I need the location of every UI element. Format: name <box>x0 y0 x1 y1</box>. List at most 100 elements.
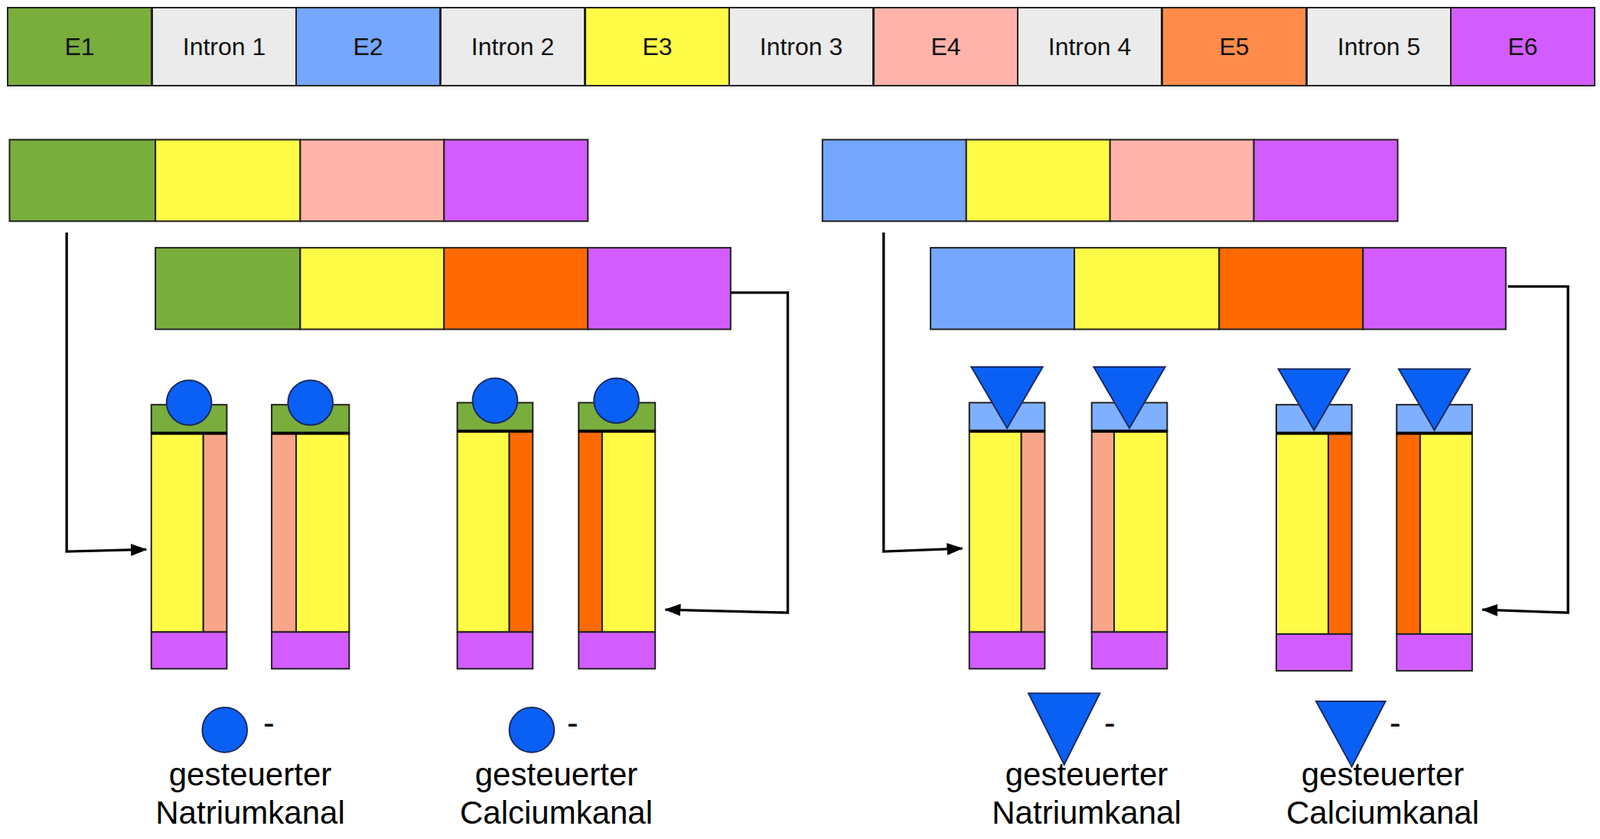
exon-segment: E4 <box>873 6 1019 87</box>
channel-symbol <box>578 632 655 669</box>
mrna-bar <box>822 140 967 222</box>
channel-symbol <box>1396 634 1473 672</box>
mrna-bar <box>155 247 300 330</box>
segment-label: E3 <box>641 32 672 62</box>
cap-line <box>969 430 1046 434</box>
segment-label: E2 <box>352 32 383 62</box>
mrna-bar <box>930 247 1075 330</box>
legend-dash: - <box>1104 703 1116 743</box>
ligand-symbol <box>1398 369 1470 431</box>
channel-symbol <box>1114 431 1167 633</box>
intron-segment: Intron 3 <box>728 6 874 87</box>
mrna-bar <box>1074 247 1219 330</box>
ligand-symbol <box>1093 367 1165 429</box>
legend-dash: - <box>1389 703 1402 743</box>
channel-symbol <box>151 632 228 669</box>
intron-segment: Intron 1 <box>151 6 297 87</box>
leader-arrow <box>883 232 963 552</box>
ligand-symbol <box>166 367 1470 768</box>
cap-line <box>1396 431 1473 435</box>
segment-label: Intron 3 <box>759 32 844 62</box>
channel-symbol <box>271 632 349 669</box>
ligand-symbol <box>1278 369 1350 431</box>
intron-segment: Intron 2 <box>439 6 586 87</box>
segment-label: Intron 1 <box>182 32 267 62</box>
channel-symbol <box>578 431 603 633</box>
segment-label: Intron 4 <box>1048 32 1132 62</box>
mrna-bar <box>930 247 1506 330</box>
mrna-bar <box>443 247 588 330</box>
channel-symbol <box>203 433 228 633</box>
ligand-symbol <box>593 378 639 424</box>
exon-segment: E2 <box>295 6 441 87</box>
channel-symbol <box>1396 433 1421 635</box>
mrna-bar <box>1218 247 1363 330</box>
segment-label: Intron 2 <box>471 32 555 62</box>
ligand-symbol <box>472 378 519 424</box>
mrna-bar <box>966 140 1111 222</box>
leader-arrow <box>665 293 789 614</box>
channel-symbol <box>969 431 1022 633</box>
segment-label: E5 <box>1218 32 1249 62</box>
cap-line <box>1091 430 1168 434</box>
mrna-bar <box>155 247 731 330</box>
ligand-symbol <box>971 367 1043 429</box>
channel-symbol <box>296 433 349 633</box>
ligand-symbol <box>202 707 248 753</box>
channel-symbol <box>151 433 204 633</box>
channel-symbol <box>1420 433 1473 635</box>
channel-symbol <box>509 431 534 633</box>
channel-symbol <box>151 403 1473 672</box>
cap-line <box>151 431 1473 434</box>
segment-label: Intron 5 <box>1337 32 1421 62</box>
ligand-symbol <box>166 380 212 426</box>
exon-segment: E6 <box>1450 6 1596 87</box>
channel-caption: gesteuerter Calciumkanal <box>441 756 672 833</box>
mrna-bar <box>155 140 300 222</box>
channel-symbol <box>1091 632 1168 669</box>
mrna-bar <box>1254 140 1398 222</box>
leader-arrow <box>1482 286 1568 614</box>
segment-label: E4 <box>930 32 961 62</box>
channel-caption: gesteuerter Calciumkanal <box>1267 756 1498 833</box>
channel-caption: gesteuerter Natriumkanal <box>135 756 365 833</box>
channel-symbol <box>1328 433 1353 635</box>
ligand-symbol <box>287 380 333 426</box>
leader-arrow <box>66 232 147 552</box>
channel-symbol <box>1021 431 1046 633</box>
legend-dash: - <box>567 703 579 743</box>
channel-symbol <box>457 431 510 633</box>
exon-segment: E1 <box>6 6 153 87</box>
exon-segment: E5 <box>1161 6 1307 87</box>
channel-symbol <box>969 632 1046 669</box>
legend-dash: - <box>263 703 275 743</box>
segment-label: E1 <box>64 32 95 62</box>
cap-line <box>1276 431 1353 435</box>
channel-caption: gesteuerter Natriumkanal <box>971 756 1202 833</box>
cap-line <box>457 430 534 434</box>
mrna-bar <box>443 140 588 222</box>
mrna-bar <box>299 140 444 222</box>
channel-symbol <box>271 433 297 633</box>
exon-segment: E3 <box>584 6 730 87</box>
segment-label: E6 <box>1507 32 1538 62</box>
channel-symbol <box>602 431 655 633</box>
mrna-bar <box>9 140 588 222</box>
intron-segment: Intron 5 <box>1306 6 1452 87</box>
cap-line <box>151 431 228 435</box>
cap-line <box>578 430 655 434</box>
channel-symbol <box>1091 431 1115 633</box>
mrna-bar <box>1110 140 1255 222</box>
mrna-bar <box>1362 247 1506 330</box>
intron-segment: Intron 4 <box>1016 6 1163 87</box>
mrna-bar <box>299 247 444 330</box>
channel-symbol <box>457 632 534 669</box>
ligand-symbol <box>1028 693 1100 765</box>
mrna-bar <box>587 247 731 330</box>
cap-line <box>271 431 349 435</box>
ligand-symbol <box>509 707 555 753</box>
channel-symbol <box>1276 634 1353 672</box>
channel-symbol <box>1276 433 1329 635</box>
mrna-bar <box>822 140 1398 222</box>
